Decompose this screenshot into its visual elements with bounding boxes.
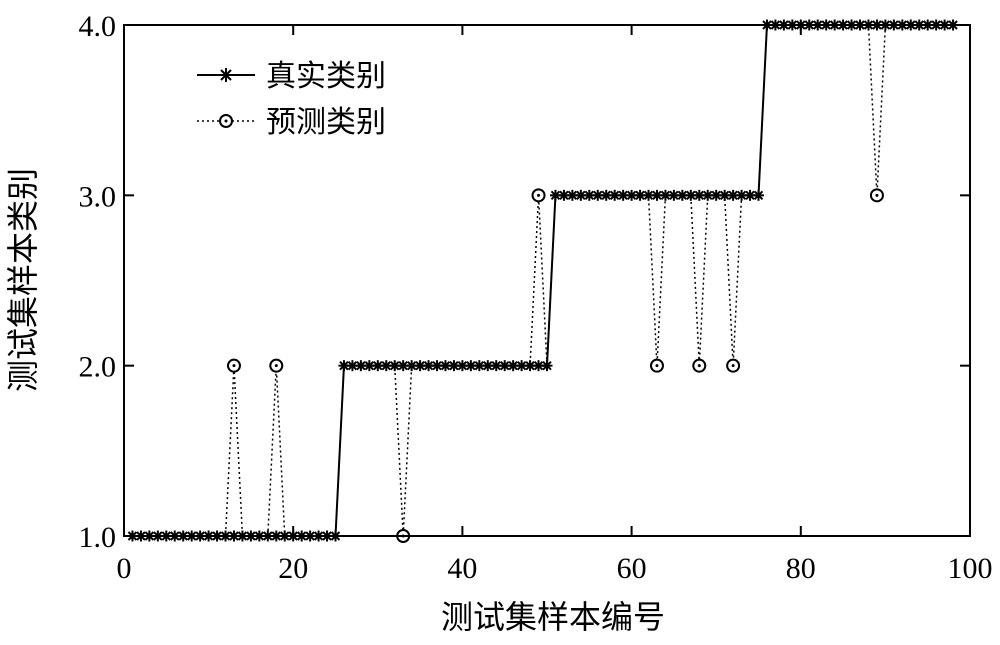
series-layer <box>126 19 959 543</box>
point-true <box>456 360 468 372</box>
y-tick-label: 1.0 <box>79 521 117 554</box>
point-pred-dot <box>274 364 278 368</box>
point-true <box>533 360 545 372</box>
legend: 真实类别 预测类别 <box>197 59 386 140</box>
point-pred-dot <box>731 364 735 368</box>
point-pred-dot <box>875 193 879 197</box>
point-true <box>693 189 705 201</box>
series-line-pred <box>132 24 954 537</box>
x-tick-label: 80 <box>786 552 816 585</box>
point-true <box>473 360 485 372</box>
y-axis-title: 测试集样本类别 <box>4 168 42 392</box>
point-pred-dot <box>232 364 236 368</box>
point-true <box>499 360 511 372</box>
x-tick-label: 20 <box>278 552 308 585</box>
point-true <box>753 189 764 201</box>
x-tick-label: 100 <box>948 552 993 585</box>
point-true <box>397 360 409 372</box>
series-line-true <box>132 24 954 537</box>
point-true <box>575 189 587 201</box>
legend-star-icon <box>219 68 233 82</box>
axes-layer <box>123 24 971 537</box>
y-tick-label: 3.0 <box>79 180 117 213</box>
point-true <box>516 360 528 372</box>
point-pred-dot <box>697 364 701 368</box>
point-true <box>372 360 384 372</box>
point-true <box>626 189 638 201</box>
point-true <box>524 360 536 372</box>
labels-layer: 0 20 40 60 80 100 1.0 2.0 3.0 4.0 <box>79 10 993 585</box>
legend-label-true: 真实类别 <box>266 59 386 94</box>
legend-label-pred: 预测类别 <box>266 105 386 140</box>
point-true <box>338 360 350 372</box>
point-true <box>541 360 553 372</box>
plot-frame <box>123 24 971 537</box>
y-tick-label: 2.0 <box>79 351 117 384</box>
x-tick-label: 40 <box>447 552 477 585</box>
legend-circle-icon <box>219 114 233 128</box>
point-true <box>380 360 392 372</box>
point-pred-dot <box>537 193 541 197</box>
x-axis-title: 测试集样本编号 <box>441 598 665 636</box>
y-tick-label: 4.0 <box>79 10 117 43</box>
x-tick-label: 0 <box>117 552 132 585</box>
x-tick-label: 60 <box>617 552 647 585</box>
point-pred-dot <box>655 364 659 368</box>
